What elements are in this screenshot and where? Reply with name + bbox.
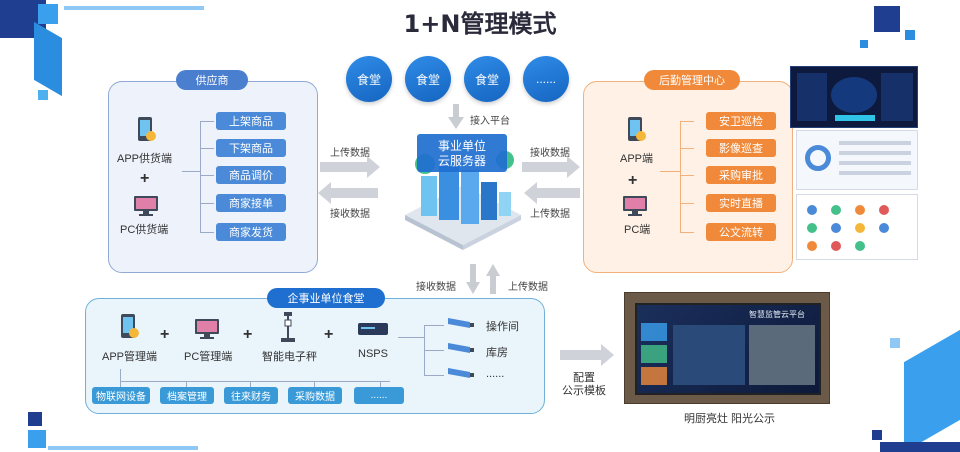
- plus-sign: +: [628, 172, 638, 189]
- decor-square: [860, 40, 868, 48]
- decor-square: [38, 90, 48, 100]
- monitor-icon: [134, 196, 158, 216]
- connector-line: [182, 171, 200, 172]
- logistics-pc-label: PC端: [624, 224, 651, 236]
- supplier-function-tag: 上架商品: [216, 112, 286, 130]
- receive-data-label: 接收数据: [330, 209, 370, 220]
- logistics-app-label: APP端: [620, 153, 654, 165]
- decor-square: [904, 329, 960, 452]
- access-platform-label: 接入平台: [470, 116, 510, 127]
- phone-icon: [138, 117, 156, 141]
- dashboard-thumbnail: [796, 130, 918, 190]
- decor-square: [28, 412, 42, 426]
- logistics-function-tag: 影像巡查: [706, 139, 776, 157]
- right-arrow-icon: [522, 156, 580, 178]
- decor-square: [872, 430, 882, 440]
- cloud-server-illustration: [405, 134, 521, 250]
- supplier-function-tag: 商家接单: [216, 194, 286, 212]
- logistics-function-tag: 安卫巡检: [706, 112, 776, 130]
- display-banner: 智慧监管云平台: [749, 310, 805, 319]
- phone-icon: [628, 117, 646, 141]
- dashboard-thumbnail: [796, 194, 918, 260]
- enterprise-module-tag: ......: [354, 387, 404, 404]
- down-arrow-icon: [448, 104, 464, 129]
- decor-square: [874, 6, 900, 32]
- decor-square: [64, 6, 204, 10]
- camera-location-label: ......: [486, 368, 505, 380]
- logistics-function-tag: 采购审批: [706, 166, 776, 184]
- connector-line: [200, 121, 201, 233]
- page-title: 1+N管理模式: [403, 10, 557, 38]
- enterprise-device-label: PC管理端: [184, 351, 233, 363]
- supplier-function-tag: 商品调价: [216, 166, 286, 184]
- enterprise-device-label: 智能电子秤: [262, 351, 317, 363]
- canteen-node: 食堂: [346, 56, 392, 102]
- config-label-2: 公示模板: [562, 385, 606, 397]
- logistics-function-tag: 实时直播: [706, 194, 776, 212]
- plus-sign: +: [160, 326, 170, 343]
- supplier-function-tag: 下架商品: [216, 139, 286, 157]
- decor-square: [890, 338, 900, 348]
- camera-location-label: 操作间: [486, 321, 519, 333]
- decor-square: [905, 30, 915, 40]
- logistics-function-tag: 公文流转: [706, 223, 776, 241]
- canteen-node: 食堂: [464, 56, 510, 102]
- enterprise-module-tag: 物联网设备: [92, 387, 150, 404]
- supplier-function-tag: 商家发货: [216, 223, 286, 241]
- plus-sign: +: [243, 326, 253, 343]
- camera-icon: [448, 318, 474, 328]
- canteen-node: 食堂: [405, 56, 451, 102]
- enterprise-module-tag: 采购数据: [288, 387, 342, 404]
- camera-icon: [448, 368, 474, 378]
- enterprise-module-tag: 档案管理: [160, 387, 214, 404]
- config-label-1: 配置: [573, 372, 595, 384]
- plus-sign: +: [324, 326, 334, 343]
- left-arrow-icon: [318, 182, 378, 204]
- scale-icon: [281, 312, 295, 342]
- left-arrow-icon: [524, 182, 580, 204]
- decor-square: [48, 446, 198, 450]
- server-box-icon: [358, 323, 388, 335]
- monitor-icon: [195, 319, 219, 339]
- supplier-title: 供应商: [176, 70, 248, 90]
- right-arrow-icon: [560, 344, 614, 366]
- canteen-more-node: ......: [523, 56, 569, 102]
- connector-line: [680, 121, 681, 233]
- plus-sign: +: [140, 170, 150, 187]
- logistics-title: 后勤管理中心: [644, 70, 740, 90]
- display-caption: 明厨亮灶 阳光公示: [684, 413, 776, 425]
- monitor-icon: [623, 196, 647, 216]
- enterprise-module-tag: 往来财务: [224, 387, 278, 404]
- cloud-server-label-2: 云服务器: [437, 154, 486, 168]
- supplier-pc-label: PC供货端: [120, 224, 169, 236]
- receive-data-label: 接收数据: [416, 282, 456, 293]
- public-display-photo: 智慧监管云平台: [624, 292, 830, 404]
- supplier-app-label: APP供货端: [117, 153, 173, 165]
- right-arrow-icon: [320, 156, 380, 178]
- phone-icon: [121, 314, 139, 338]
- enterprise-device-label: APP管理端: [102, 351, 158, 363]
- dashboard-thumbnail: [790, 66, 918, 128]
- up-down-arrows-icon: [466, 264, 500, 294]
- receive-data-label: 接收数据: [530, 148, 570, 159]
- enterprise-title: 企事业单位食堂: [267, 288, 385, 308]
- decor-square: [28, 430, 46, 448]
- upload-data-label: 上传数据: [530, 209, 570, 220]
- connector-line: [660, 171, 680, 172]
- decor-square: [880, 442, 960, 452]
- decor-square: [38, 4, 58, 24]
- camera-location-label: 库房: [486, 347, 508, 359]
- enterprise-device-label: NSPS: [358, 348, 388, 360]
- cloud-server-label-1: 事业单位: [437, 139, 486, 153]
- upload-data-label: 上传数据: [330, 148, 370, 159]
- camera-icon: [448, 343, 474, 353]
- upload-data-label: 上传数据: [508, 282, 548, 293]
